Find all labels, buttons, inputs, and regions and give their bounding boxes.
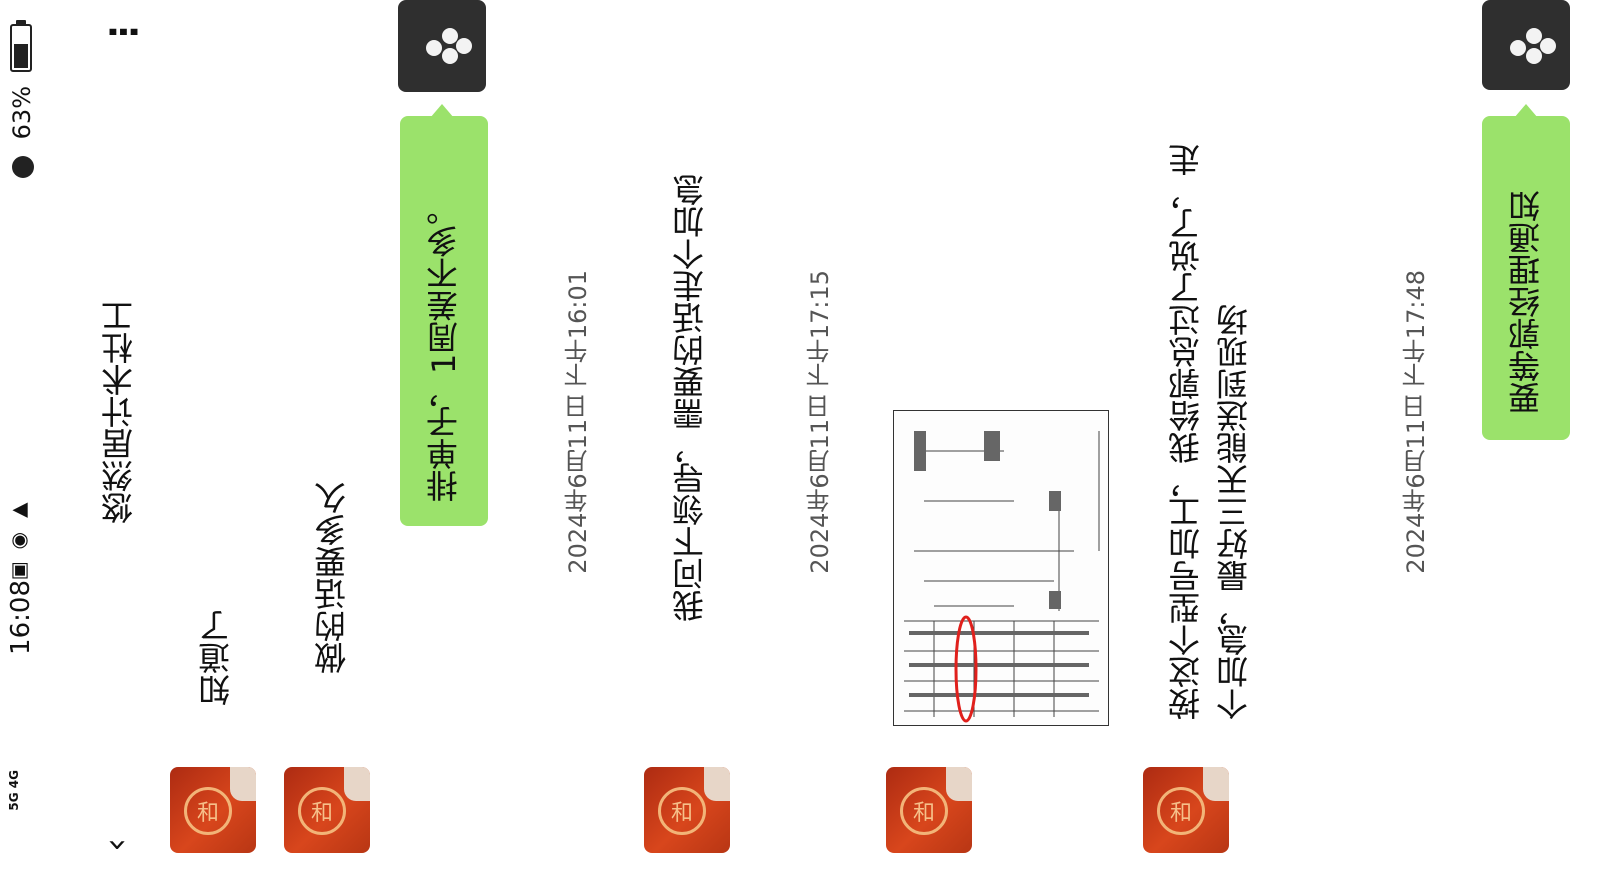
contact-avatar[interactable]: 和 xyxy=(886,767,972,853)
bubble-tail xyxy=(430,104,454,118)
status-icons: ▣ ◉ ▶ xyxy=(8,500,32,585)
timestamp: 2024年6月11日 下午17:15 xyxy=(806,270,834,574)
message-bubble-out[interactable]: 排单子，1周差不多。 xyxy=(400,116,488,526)
my-avatar[interactable] xyxy=(1482,0,1570,90)
message-text: 做的话要多久 xyxy=(313,482,351,674)
image-message[interactable] xyxy=(893,410,1109,726)
back-icon[interactable]: ‹ xyxy=(96,838,136,852)
more-icon[interactable]: ⋮ xyxy=(104,14,145,50)
chat-title: 悠然居计术杜工 xyxy=(100,300,138,524)
message-text: 排单子，1周差不多。 xyxy=(425,193,463,502)
battery-percent: 63% xyxy=(8,86,36,140)
battery-icon xyxy=(10,24,32,72)
message-text: 按这个型号加工，我给郭总过了说了，走个加急，最好三天能送到现场 xyxy=(1167,144,1253,720)
message-bubble-out[interactable]: 要等郭经理通知 xyxy=(1482,116,1570,440)
signal-icon: 5G 4G xyxy=(7,770,21,811)
status-bar: 5G 4G 16:08 ▣ ◉ ▶ 63% xyxy=(0,0,44,895)
timestamp: 2024年6月11日 下午17:48 xyxy=(1402,270,1430,574)
timestamp: 2024年6月11日 下午16:01 xyxy=(564,270,592,574)
message-text: 知道了 xyxy=(197,610,235,706)
contact-avatar[interactable]: 和 xyxy=(284,767,370,853)
contact-avatar[interactable]: 和 xyxy=(1143,767,1229,853)
status-time: 16:08 xyxy=(6,580,36,655)
message-text: 要等郭经理通知 xyxy=(1507,190,1545,414)
battery-cap xyxy=(16,20,26,25)
contact-avatar[interactable]: 和 xyxy=(644,767,730,853)
drawing-thumbnail xyxy=(904,431,1100,723)
alarm-icon xyxy=(12,156,34,178)
contact-avatar[interactable]: 和 xyxy=(170,767,256,853)
message-text: 我问下领导，需要的话走个加急 xyxy=(671,174,709,622)
bubble-tail xyxy=(1514,104,1538,118)
my-avatar[interactable] xyxy=(398,0,486,92)
